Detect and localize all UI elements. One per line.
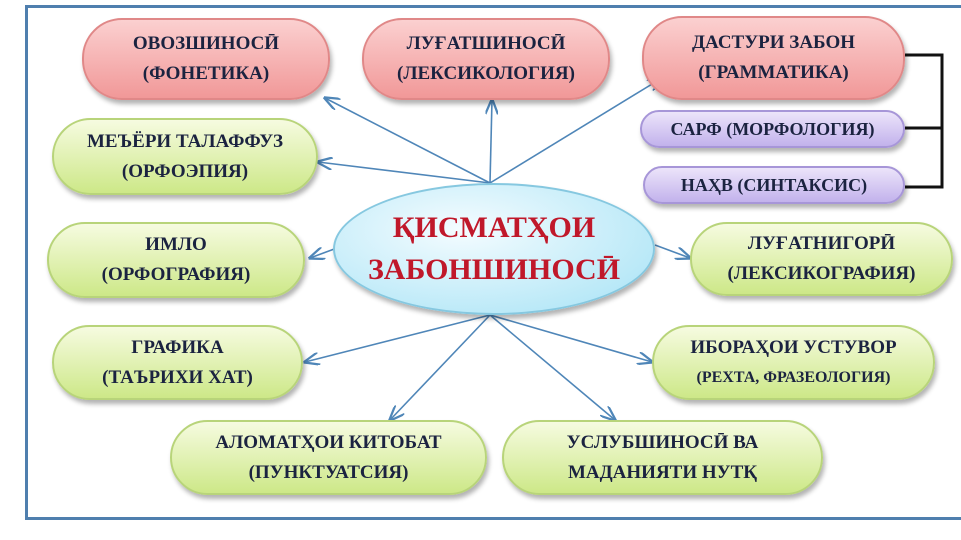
node-orthoepy: МЕЪЁРИ ТАЛАФФУЗ (ОРФОЭПИЯ): [52, 118, 318, 195]
node-label: САРФ (МОРФОЛОГИЯ): [670, 119, 875, 139]
node-sublabel: (ЛЕКСИКОЛОГИЯ): [397, 63, 575, 84]
node-sublabel: (ПУНКТУАТСИЯ): [248, 461, 409, 483]
node-orthography: ИМЛО (ОРФОГРАФИЯ): [47, 222, 305, 298]
node-morphology: САРФ (МОРФОЛОГИЯ): [640, 110, 905, 148]
node-label: НАҲВ (СИНТАКСИС): [680, 175, 868, 195]
node-phraseology: ИБОРАҲОИ УСТУВОР (РЕХТА, ФРАЗЕОЛОГИЯ): [652, 325, 935, 400]
node-sublabel: (ГРАММАТИКА): [698, 62, 849, 83]
node-sublabel: МАДАНИЯТИ НУТҚ: [567, 461, 758, 483]
node-label: ЛУҒАТНИГОРӢ: [747, 233, 896, 254]
node-label: ГРАФИКА: [131, 336, 224, 358]
arrow-lexicography: [654, 244, 690, 258]
arrow-stylistics: [489, 314, 615, 420]
node-phonetics: ОВОЗШИНОСӢ (ФОНЕТИКА): [82, 18, 330, 100]
node-sublabel: (ОРФОГРАФИЯ): [101, 264, 251, 285]
node-label: ЛУҒАТШИНОСӢ: [406, 33, 566, 54]
diagram-frame: [25, 5, 961, 520]
node-syntax: НАҲВ (СИНТАКСИС): [643, 166, 905, 204]
arrow-phraseology: [489, 314, 652, 362]
node-punctuation: АЛОМАТҲОИ КИТОБАТ (ПУНКТУАТСИЯ): [170, 420, 487, 495]
arrow-phonetics: [325, 98, 491, 184]
node-grammar: ДАСТУРИ ЗАБОН (ГРАММАТИКА): [642, 16, 905, 100]
center-label: ҚИСМАТҲОИ: [392, 211, 596, 244]
node-graphics: ГРАФИКА (ТАЪРИХИ ХАТ): [52, 325, 303, 400]
node-sublabel: (ЛЕКСИКОГРАФИЯ): [727, 263, 916, 284]
node-label: ИБОРАҲОИ УСТУВОР: [690, 336, 897, 358]
node-label: УСЛУБШИНОСӢ ВА: [566, 431, 759, 453]
arrow-punctuation: [390, 314, 491, 420]
arrow-lexicology: [490, 100, 492, 184]
node-sublabel: (ТАЪРИХИ ХАТ): [102, 366, 253, 388]
node-sublabel: (ФОНЕТИКА): [142, 63, 270, 84]
node-sublabel: (ОРФОЭПИЯ): [121, 160, 249, 182]
node-label: МЕЪЁРИ ТАЛАФФУЗ: [87, 130, 283, 152]
arrow-graphics: [305, 314, 491, 362]
node-label: ОВОЗШИНОСӢ: [132, 33, 280, 54]
center-sublabel: ЗАБОНШИНОСӢ: [367, 253, 621, 286]
node-sublabel: (РЕХТА, ФРАЗЕОЛОГИЯ): [696, 368, 891, 386]
central-topic: ҚИСМАТҲОИ ЗАБОНШИНОСӢ: [333, 183, 655, 315]
node-stylistics: УСЛУБШИНОСӢ ВА МАДАНИЯТИ НУТҚ: [502, 420, 823, 495]
node-lexicology: ЛУҒАТШИНОСӢ (ЛЕКСИКОЛОГИЯ): [362, 18, 610, 100]
arrow-orthoepy: [318, 162, 491, 184]
arrow-grammar: [489, 78, 662, 184]
node-label: ИМЛО: [145, 234, 207, 255]
node-label: ДАСТУРИ ЗАБОН: [691, 32, 856, 53]
grammar-bracket: [905, 53, 944, 189]
node-lexicography: ЛУҒАТНИГОРӢ (ЛЕКСИКОГРАФИЯ): [690, 222, 953, 296]
node-label: АЛОМАТҲОИ КИТОБАТ: [215, 431, 442, 453]
